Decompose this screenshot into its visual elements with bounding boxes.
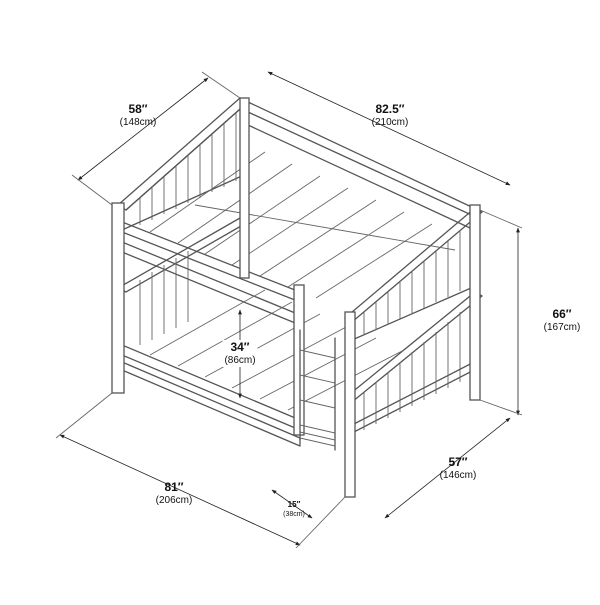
height-value: 66″ [552,307,572,321]
posts [111,97,481,498]
top-slats [149,151,456,299]
label-height: 66″ (167cm) [544,307,581,334]
top-length-value: 82.5″ [375,102,405,116]
ladder-depth-value: 15″ [287,500,301,509]
top-footboard [344,207,483,323]
dim-top-length [267,71,511,186]
label-top-width: 58″ (148cm) [120,102,157,129]
dim-bottom-width [384,417,511,519]
dim-bottom-length [59,434,301,546]
top-width-value: 58″ [128,102,148,116]
bottom-width-value: 57″ [448,455,468,469]
ladder-depth-metric: (38cm) [283,511,305,518]
bottom-width-metric: (146cm) [439,470,477,481]
label-bottom-width: 57″ (146cm) [440,455,477,482]
bottom-length-value: 81″ [164,480,184,494]
clearance-metric: (86cm) [224,355,256,366]
label-clearance: 34″ (86cm) [222,340,258,367]
label-ladder-depth: 15″ (38cm) [283,500,305,519]
clearance-value: 34″ [230,340,250,354]
label-bottom-length: 81″ (206cm) [156,480,193,507]
top-length-metric: (210cm) [371,117,409,128]
top-width-metric: (148cm) [119,117,157,128]
dim-ladder-depth [271,489,313,519]
height-metric: (167cm) [543,322,581,333]
label-top-length: 82.5″ (210cm) [372,102,409,129]
bottom-length-metric: (206cm) [155,495,193,506]
dim-top-width [77,77,209,181]
dimension-lines [55,71,523,549]
ladder [299,329,336,451]
